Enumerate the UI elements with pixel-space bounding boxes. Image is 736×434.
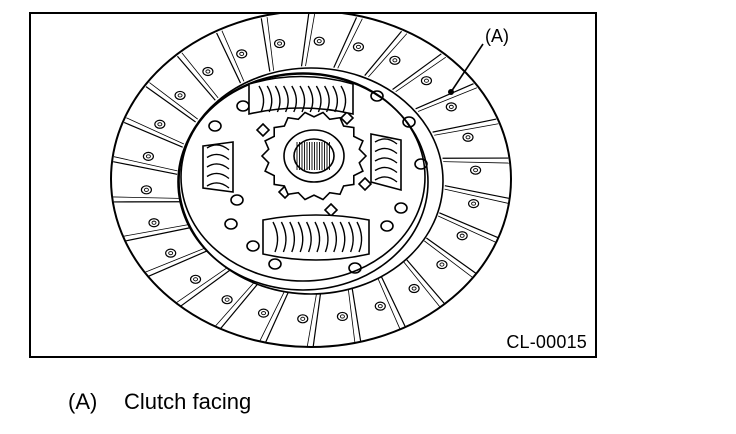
hub-plate	[180, 72, 426, 282]
facing-rivets	[140, 36, 482, 324]
callout-leader-line	[450, 43, 484, 93]
figure-frame: (A) CL-00015	[29, 12, 597, 358]
plate-holes	[208, 90, 428, 274]
splined-hub	[260, 111, 368, 201]
figure-code: CL-00015	[506, 332, 587, 352]
damper-spring-right	[370, 133, 402, 192]
hub-plate-rim	[177, 73, 429, 291]
damper-spring-left	[202, 141, 234, 193]
legend: (A) Clutch facing	[68, 389, 251, 415]
facing-grooves	[113, 14, 509, 348]
damper-spring-bottom	[262, 214, 370, 261]
callout-dot	[447, 89, 454, 96]
legend-key: (A)	[68, 389, 98, 414]
clutch-disc-illustration	[110, 14, 512, 348]
callout-label-a: (A)	[485, 26, 509, 46]
clutch-facing	[110, 14, 512, 348]
legend-text: Clutch facing	[124, 389, 252, 414]
damper-spring-top	[248, 75, 354, 116]
facing-inner-edge	[178, 67, 444, 295]
